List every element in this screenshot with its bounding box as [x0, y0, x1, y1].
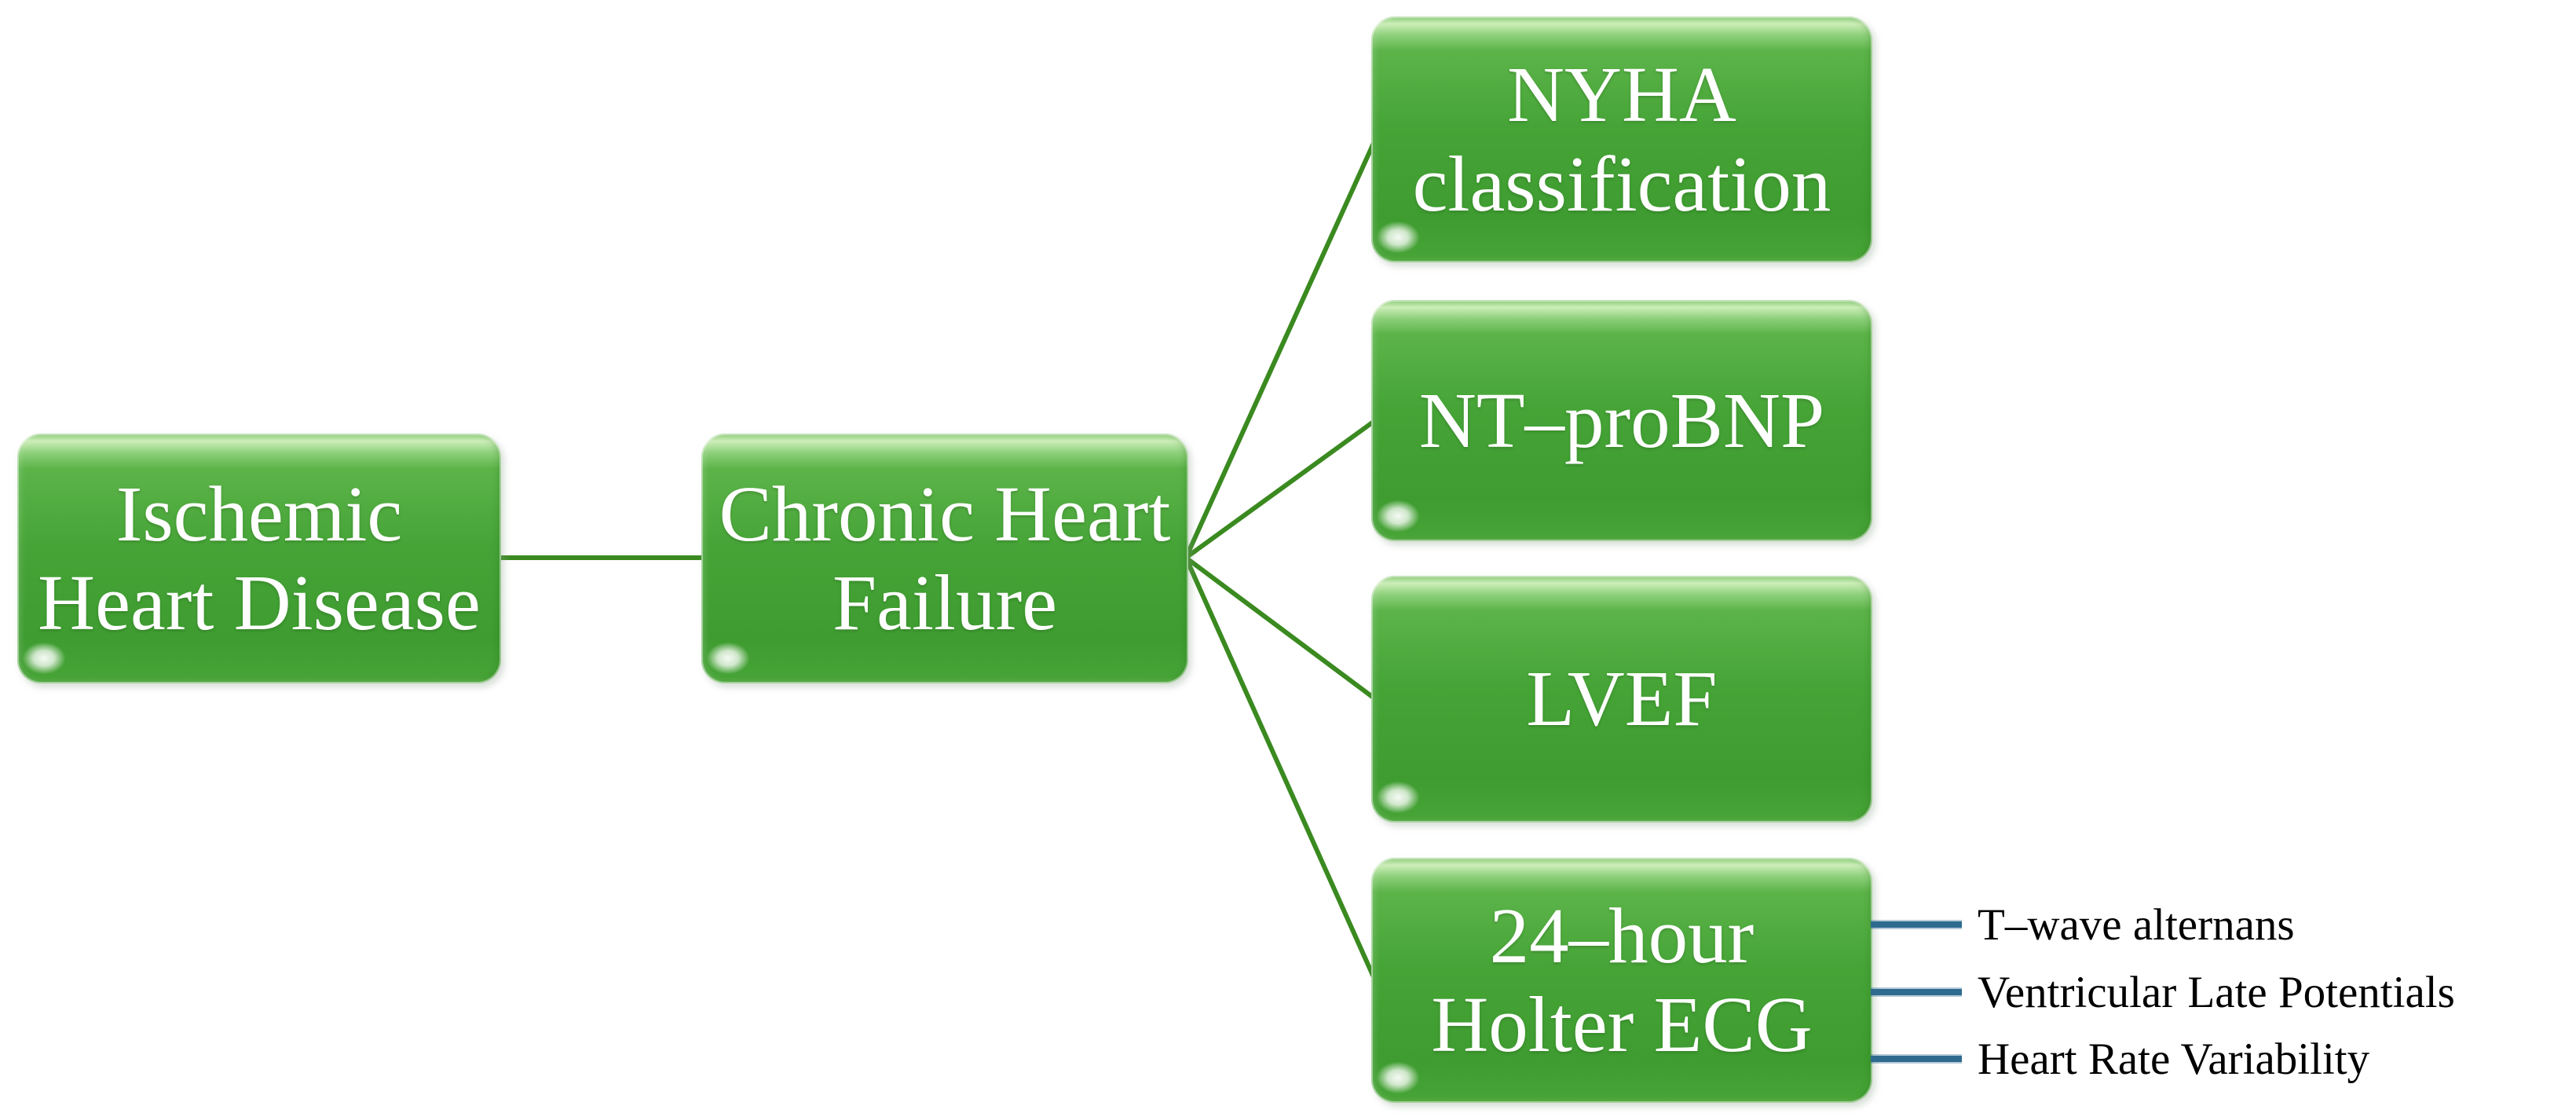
connector-hub-to-ntprobnp — [1184, 419, 1376, 560]
node-24-hour-holter-ecg-label: 24–hour Holter ECG — [1431, 891, 1813, 1068]
legend-connector-line — [1871, 1056, 1962, 1062]
node-ischemic-heart-disease: Ischemic Heart Disease — [17, 434, 501, 683]
node-nt-probnp-label: NT–proBNP — [1418, 375, 1825, 464]
connector-hub-to-lvef — [1184, 555, 1376, 701]
holter-parameter-label: T–wave alternans — [1978, 899, 2295, 950]
node-ischemic-heart-disease-label: Ischemic Heart Disease — [38, 469, 481, 646]
legend-connector-line — [1871, 921, 1962, 928]
node-lvef-label: LVEF — [1526, 654, 1718, 743]
holter-parameter-label: Ventricular Late Potentials — [1978, 967, 2455, 1017]
node-chronic-heart-failure-label: Chronic Heart Failure — [719, 469, 1171, 646]
connector-hub-to-nyha — [1184, 140, 1377, 559]
node-nyha-classification-label: NYHA classification — [1412, 50, 1831, 228]
node-nt-probnp: NT–proBNP — [1371, 300, 1872, 541]
node-24-hour-holter-ecg: 24–hour Holter ECG — [1371, 858, 1872, 1103]
node-lvef: LVEF — [1371, 576, 1872, 822]
node-nyha-classification: NYHA classification — [1371, 16, 1872, 262]
holter-parameter-label: Heart Rate Variability — [1978, 1034, 2370, 1084]
legend-connector-line — [1871, 989, 1962, 995]
node-chronic-heart-failure: Chronic Heart Failure — [701, 434, 1188, 683]
connector-hub-to-holter — [1184, 556, 1377, 980]
